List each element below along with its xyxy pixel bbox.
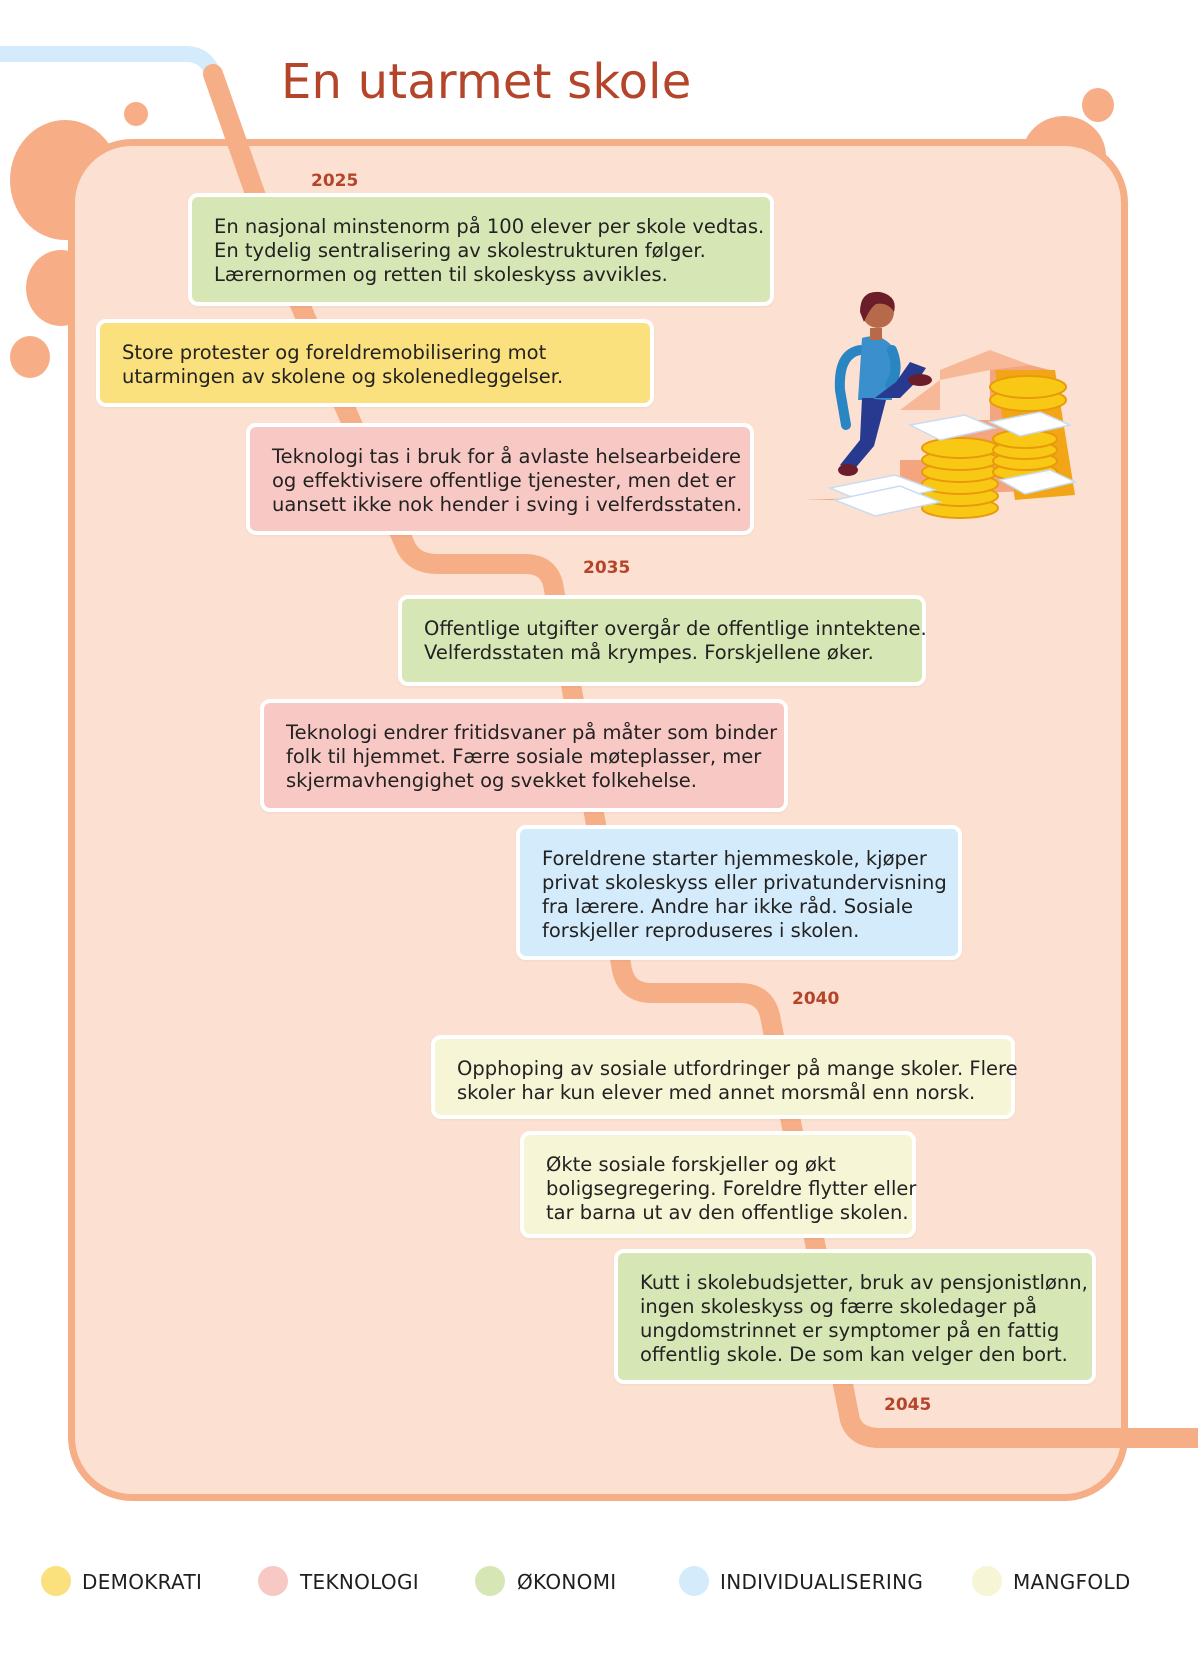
event-card: Foreldrene starter hjemmeskole, kjøper p… <box>516 825 962 960</box>
event-card: Teknologi tas i bruk for å avlaste helse… <box>246 423 754 535</box>
legend-label-demokrati: DEMOKRATI <box>82 1570 203 1594</box>
event-card: Offentlige utgifter overgår de offentlig… <box>398 595 927 686</box>
event-card: Store protester og foreldremobilisering … <box>96 319 654 407</box>
year-label-2040: 2040 <box>792 989 840 1009</box>
person-climbing-coin-stairs-icon <box>805 291 1078 519</box>
decorative-blob <box>124 102 148 126</box>
legend-label-mangfold: MANGFOLD <box>1013 1570 1131 1594</box>
event-card: En nasjonal minstenorm på 100 elever per… <box>188 193 774 306</box>
year-label-2025: 2025 <box>311 171 359 191</box>
event-card: Økte sosiale forskjeller og økt boligseg… <box>520 1131 916 1238</box>
year-label-2045: 2045 <box>884 1395 932 1415</box>
legend-dot-individualisering <box>679 1566 709 1596</box>
legend-dot-teknologi <box>258 1566 288 1596</box>
legend-label-teknologi: TEKNOLOGI <box>300 1570 419 1594</box>
year-label-2035: 2035 <box>583 558 631 578</box>
legend-dot-okonomi <box>475 1566 505 1596</box>
decorative-blob <box>1082 88 1114 122</box>
event-card: Teknologi endrer fritidsvaner på måter s… <box>260 699 788 812</box>
event-card: Kutt i skolebudsjetter, bruk av pensjoni… <box>614 1249 1096 1384</box>
legend-label-okonomi: ØKONOMI <box>517 1570 617 1594</box>
legend-label-individualisering: INDIVIDUALISERING <box>720 1570 924 1594</box>
event-card: Opphoping av sosiale utfordringer på man… <box>431 1035 1018 1119</box>
legend-dot-mangfold <box>972 1566 1002 1596</box>
legend-dot-demokrati <box>41 1566 71 1596</box>
decorative-blob <box>10 336 50 378</box>
page-title: En utarmet skole <box>281 54 692 110</box>
